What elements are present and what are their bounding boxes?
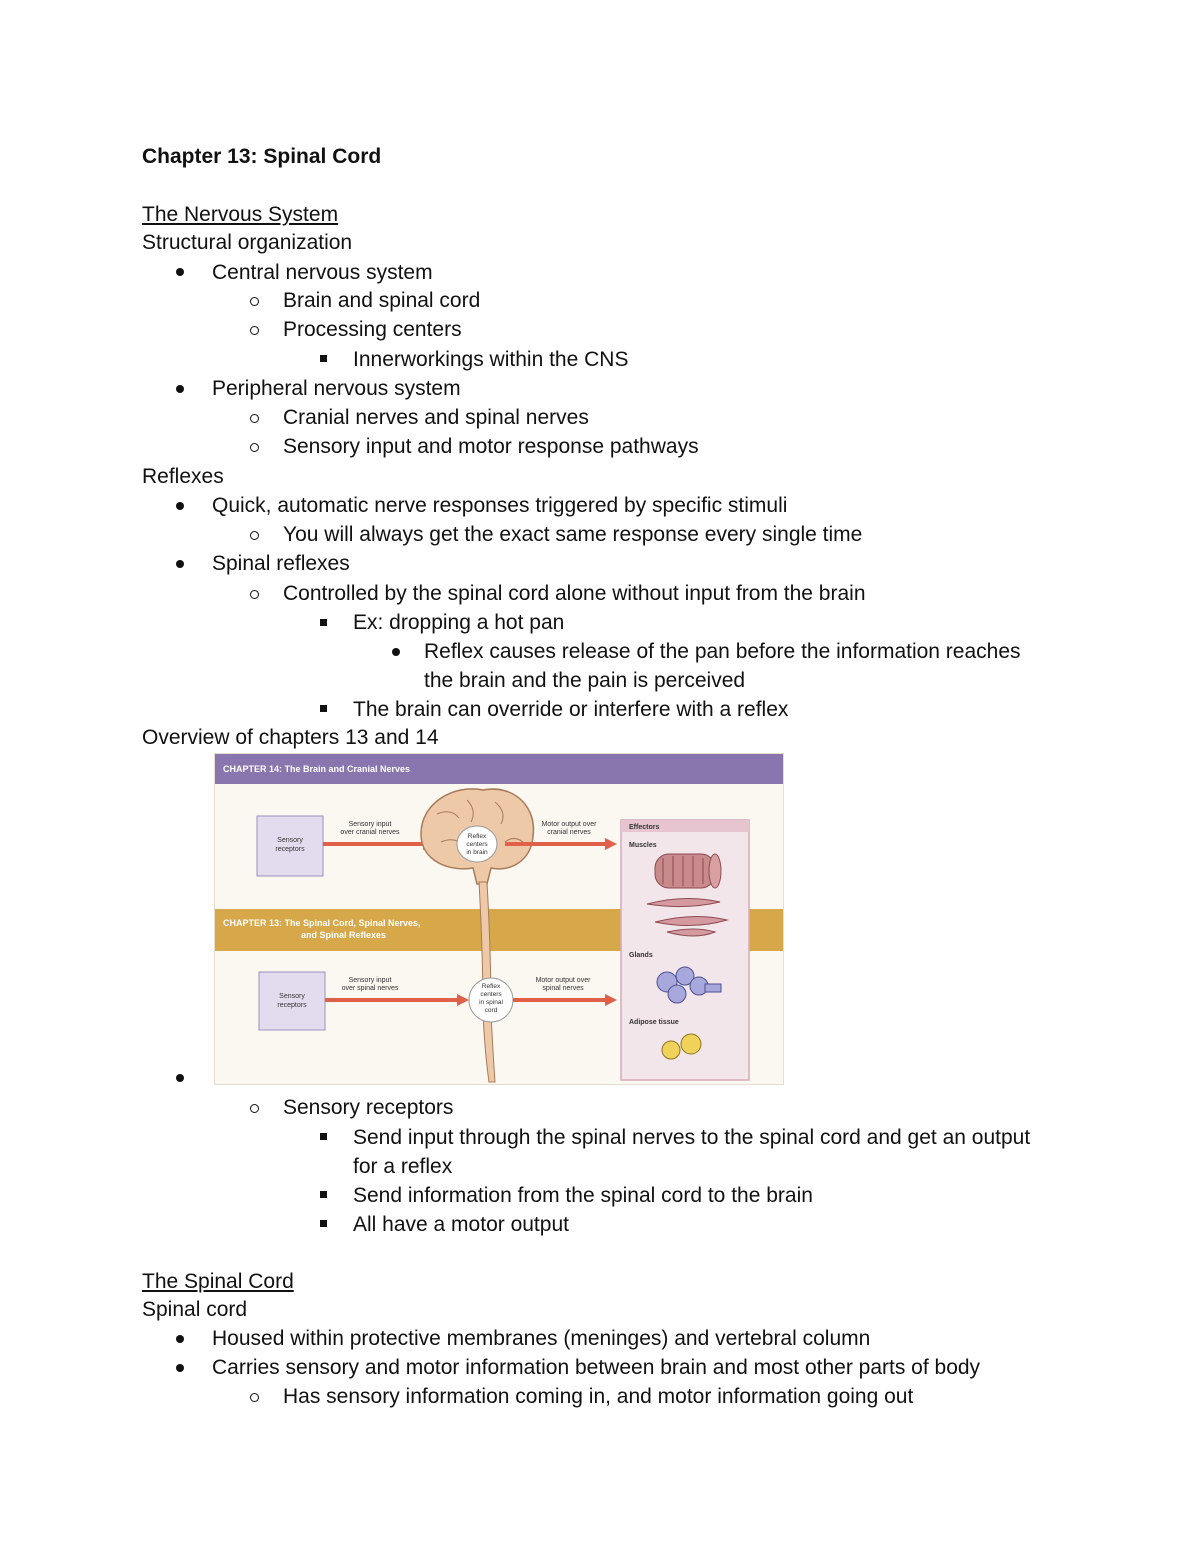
- arrowhead-icon: [605, 838, 617, 850]
- ch14-banner-bg: [215, 754, 783, 784]
- brain-center-l3: in brain: [466, 849, 488, 856]
- bullet-circle-icon: [250, 414, 259, 423]
- ch13-banner-line1: CHAPTER 13: The Spinal Cord, Spinal Nerv…: [223, 918, 421, 928]
- bullet-circle-icon: [250, 443, 259, 452]
- list-item: Innerworkings within the CNS: [353, 348, 629, 371]
- adipose-icon: [661, 1033, 702, 1060]
- list-item: Reflex causes release of the pan before …: [424, 640, 1021, 663]
- cranial-out-l2: cranial nerves: [547, 829, 591, 836]
- bullet-square-icon: [320, 619, 327, 626]
- spinal-in-l2: over spinal nerves: [342, 985, 399, 992]
- document-title: Chapter 13: Spinal Cord: [142, 145, 382, 168]
- list-item: Quick, automatic nerve responses trigger…: [212, 494, 788, 517]
- bullet-dot-icon: [392, 648, 400, 656]
- brain-center-l1: Reflex: [468, 833, 487, 840]
- bullet-square-icon: [320, 1133, 327, 1140]
- sensory-receptors-top-l2: receptors: [275, 846, 305, 853]
- spinal-center-l4: cord: [485, 1007, 498, 1014]
- bullet-circle-icon: [250, 1104, 259, 1113]
- spinal-in-l1: Sensory input: [349, 977, 392, 984]
- list-item: Controlled by the spinal cord alone with…: [283, 582, 866, 605]
- bullet-circle-icon: [250, 1393, 259, 1402]
- sensory-receptors-bottom-l1: Sensory: [279, 993, 305, 1000]
- spinal-center-l3: in spinal: [479, 999, 503, 1006]
- bullet-dot-icon: [176, 1335, 184, 1343]
- spinal-out-l2: spinal nerves: [542, 985, 584, 992]
- bullet-dot-icon: [176, 560, 184, 568]
- cranial-out-l1: Motor output over: [542, 821, 598, 828]
- bullet-dot-icon: [176, 1364, 184, 1372]
- bullet-circle-icon: [250, 326, 259, 335]
- gland-icon: [656, 966, 722, 1004]
- smooth-muscle-icon: [646, 897, 729, 937]
- sensory-receptors-top-l1: Sensory: [277, 837, 303, 844]
- spinal-out-l1: Motor output over: [536, 977, 592, 984]
- bullet-square-icon: [320, 1191, 327, 1198]
- list-item: Has sensory information coming in, and m…: [283, 1385, 914, 1408]
- adipose-label: Adipose tissue: [629, 1019, 679, 1026]
- arrowhead-icon: [605, 994, 617, 1006]
- arrowhead-icon: [457, 994, 469, 1006]
- effectors-header-bg: [621, 820, 749, 832]
- bullet-circle-icon: [250, 590, 259, 599]
- muscles-label: Muscles: [629, 842, 657, 849]
- list-item: Spinal reflexes: [212, 552, 350, 575]
- bullet-dot-icon: [176, 385, 184, 393]
- muscle-fiber-icon: [654, 853, 722, 889]
- glands-label: Glands: [629, 952, 653, 959]
- list-item: Cranial nerves and spinal nerves: [283, 406, 589, 429]
- bullet-dot-icon: [176, 1074, 184, 1082]
- effectors-label: Effectors: [629, 824, 659, 831]
- list-item: Housed within protective membranes (meni…: [212, 1327, 871, 1350]
- cranial-in-l1: Sensory input: [349, 821, 392, 828]
- subheading-structural: Structural organization: [142, 231, 353, 254]
- list-item: Sensory receptors: [283, 1096, 454, 1119]
- list-item-continuation: for a reflex: [353, 1155, 453, 1178]
- brain-center-l2: centers: [466, 841, 488, 848]
- bullet-square-icon: [320, 705, 327, 712]
- list-item: Send information from the spinal cord to…: [353, 1184, 813, 1207]
- ch13-banner-line2: and Spinal Reflexes: [301, 930, 386, 940]
- list-item: Ex: dropping a hot pan: [353, 611, 565, 634]
- subheading-overview: Overview of chapters 13 and 14: [142, 726, 439, 749]
- spinal-center-l1: Reflex: [482, 983, 501, 990]
- bullet-circle-icon: [250, 531, 259, 540]
- list-item: Brain and spinal cord: [283, 289, 481, 312]
- sensory-receptors-box-top: [256, 815, 324, 877]
- list-item-continuation: the brain and the pain is perceived: [424, 669, 746, 692]
- bullet-dot-icon: [176, 268, 184, 276]
- list-item: Sensory input and motor response pathway…: [283, 435, 699, 458]
- sensory-receptors-box-bottom: [258, 971, 326, 1031]
- section-heading-spinal-cord: The Spinal Cord: [142, 1270, 294, 1293]
- list-item: Processing centers: [283, 318, 462, 341]
- list-item: The brain can override or interfere with…: [353, 698, 789, 721]
- section-heading-nervous-system: The Nervous System: [142, 203, 339, 226]
- list-item: Central nervous system: [212, 261, 433, 284]
- list-item: Carries sensory and motor information be…: [212, 1356, 981, 1379]
- overview-figure: CHAPTER 14: The Brain and Cranial Nerves…: [214, 753, 784, 1085]
- list-item: Peripheral nervous system: [212, 377, 461, 400]
- subheading-reflexes: Reflexes: [142, 465, 224, 488]
- sensory-receptors-bottom-l2: receptors: [277, 1002, 307, 1009]
- cranial-in-l2: over cranial nerves: [340, 829, 400, 836]
- brain-reflex-center: [456, 825, 498, 863]
- spinal-center-l2: centers: [480, 991, 502, 998]
- list-item: Send input through the spinal nerves to …: [353, 1126, 1031, 1149]
- list-item: You will always get the exact same respo…: [283, 523, 863, 546]
- figure-svg: CHAPTER 14: The Brain and Cranial Nerves…: [215, 754, 783, 1083]
- ch14-banner: CHAPTER 14: The Brain and Cranial Nerves: [223, 764, 410, 774]
- list-item: All have a motor output: [353, 1213, 569, 1236]
- bullet-circle-icon: [250, 297, 259, 306]
- bullet-square-icon: [320, 355, 327, 362]
- bullet-dot-icon: [176, 502, 184, 510]
- bullet-square-icon: [320, 1220, 327, 1227]
- subheading-spinal-cord: Spinal cord: [142, 1298, 248, 1321]
